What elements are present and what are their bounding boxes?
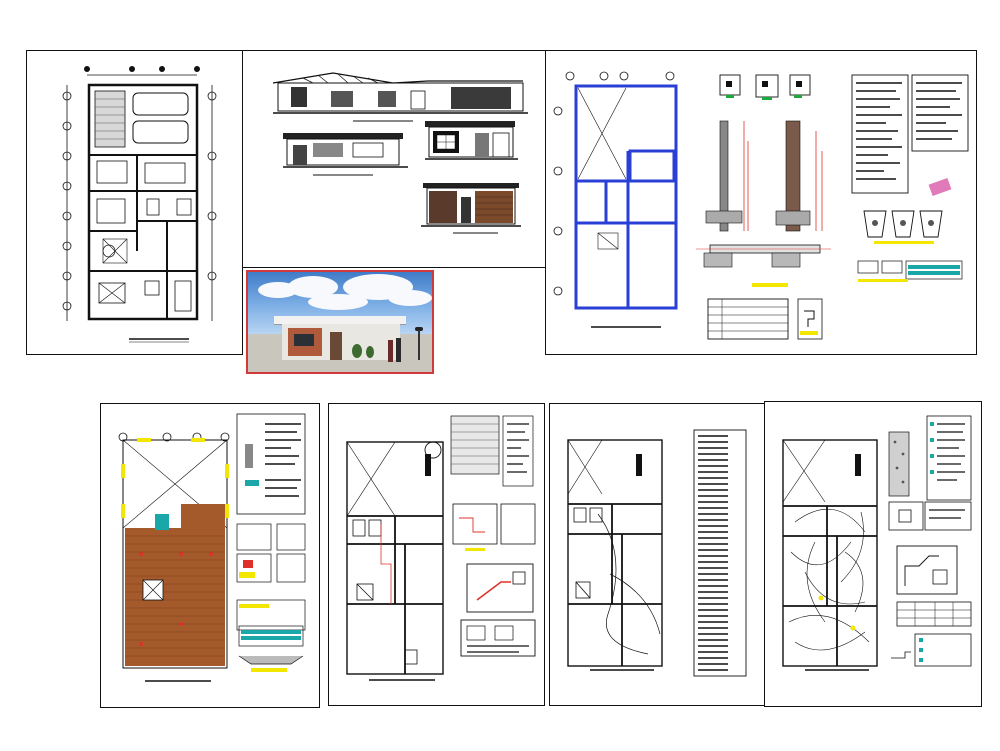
lighting-drawing [567, 429, 747, 677]
render-plant [352, 344, 362, 358]
plumbing-drawing [346, 415, 536, 681]
floor-plan-sheet[interactable] [26, 50, 243, 355]
plumbing-sheet[interactable] [328, 403, 545, 706]
roof-sheet[interactable] [100, 403, 320, 708]
elevations-drawing [272, 72, 528, 234]
roof-drawing [118, 413, 306, 682]
render-lamp-post [418, 330, 420, 360]
facade-render-image[interactable] [246, 270, 434, 374]
outlets-drawing [782, 415, 972, 671]
render-door [330, 332, 342, 360]
lighting-sheet[interactable] [549, 403, 766, 706]
render-lamp-head [415, 327, 423, 331]
floor-plan-drawing [62, 66, 217, 343]
render-person [396, 338, 401, 362]
render-person [388, 340, 393, 362]
outlets-sheet[interactable] [764, 401, 982, 707]
render-cloud [288, 276, 338, 298]
structural-sheet[interactable] [545, 50, 977, 355]
render-window [294, 334, 314, 346]
elevations-sheet[interactable] [242, 50, 547, 268]
structural-drawing [553, 71, 969, 340]
render-cloud [388, 290, 432, 306]
render-cloud [308, 294, 368, 310]
render-plant [366, 346, 374, 358]
